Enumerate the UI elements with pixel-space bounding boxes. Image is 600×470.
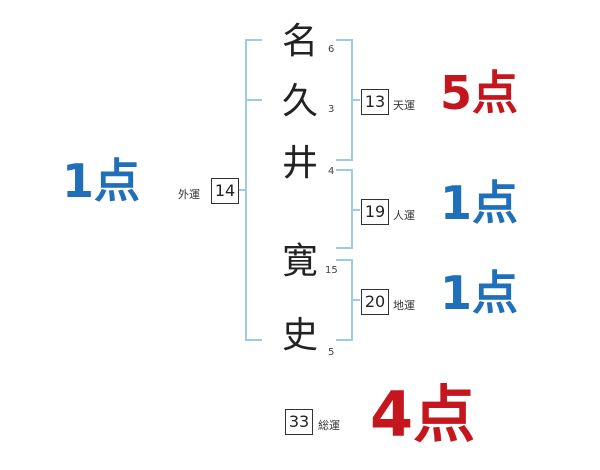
name-char-5: 史 xyxy=(282,315,319,356)
name-char-1: 名 xyxy=(282,21,319,62)
souun-score: 4点 xyxy=(370,378,476,451)
stroke-count-4: 15 xyxy=(325,265,338,276)
tenun-label: 天運 xyxy=(393,99,415,112)
name-char-2: 久 xyxy=(282,81,319,122)
chiun-score: 1点 xyxy=(440,266,519,320)
gaiun-score: 1点 xyxy=(62,154,141,208)
stroke-count-2: 3 xyxy=(328,104,335,115)
souun-value-box: 33 xyxy=(285,409,313,435)
tenun-score: 5点 xyxy=(440,66,519,120)
stroke-count-3: 4 xyxy=(328,166,335,177)
gaiun-value-box: 14 xyxy=(211,178,239,204)
name-char-3: 井 xyxy=(282,143,319,184)
stroke-count-5: 5 xyxy=(328,347,335,358)
stroke-count-1: 6 xyxy=(328,44,335,55)
jinun-label: 人運 xyxy=(393,209,415,222)
tenun-value-box: 13 xyxy=(361,89,389,115)
gaiun-label: 外運 xyxy=(178,188,200,201)
chiun-value-box: 20 xyxy=(361,289,389,315)
souun-label: 総運 xyxy=(318,419,340,432)
chiun-label: 地運 xyxy=(393,299,415,312)
name-char-4: 寛 xyxy=(282,241,319,282)
jinun-value-box: 19 xyxy=(361,199,389,225)
jinun-score: 1点 xyxy=(440,176,519,230)
